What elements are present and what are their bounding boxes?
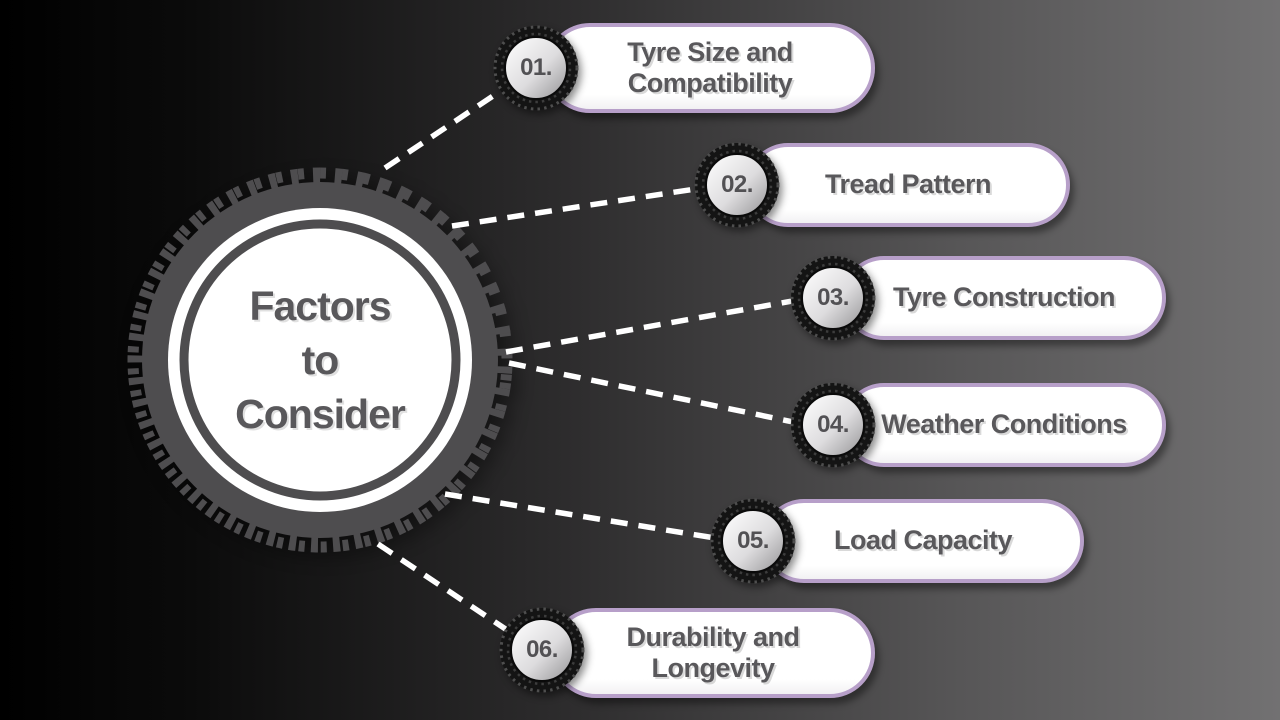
item-6-label: Durability and Longevity <box>626 621 800 683</box>
item-3-pill: Tyre Construction <box>842 256 1166 340</box>
item-1-pill: Tyre Size and Compatibility <box>545 23 875 113</box>
page-title-line-1: Factors <box>249 282 391 329</box>
tyre-badge-icon <box>694 142 780 228</box>
tyre-icon <box>127 167 513 553</box>
item-5-badge: 05. <box>709 497 797 585</box>
tyre-badge-icon <box>790 255 876 341</box>
item-2-badge: 02. <box>693 141 781 229</box>
connector-line-1 <box>383 87 504 171</box>
connector-line-5 <box>444 491 716 541</box>
page-title-line-2: to <box>301 336 340 383</box>
item-6-number: 06. <box>526 636 558 663</box>
item-2-pill: Tread Pattern <box>746 143 1070 227</box>
item-3-badge: 03. <box>789 254 877 342</box>
item-6-badge: 06. <box>498 606 586 694</box>
connector-line-3 <box>505 297 799 355</box>
tyre-badge-icon <box>493 25 579 111</box>
page-title-line-3: Consider <box>235 391 406 438</box>
item-5-number: 05. <box>737 527 769 554</box>
item-4-pill: Weather Conditions <box>842 383 1166 467</box>
connector-line-2 <box>451 185 703 229</box>
item-4-number: 04. <box>817 411 849 438</box>
tyre-graphic: Factors to Consider <box>118 158 522 562</box>
item-6-pill: Durability and Longevity <box>551 608 875 698</box>
item-4-badge: 04. <box>789 381 877 469</box>
tyre-badge-icon <box>710 498 796 584</box>
item-1-number: 01. <box>520 54 552 81</box>
item-2-label: Tread Pattern <box>824 169 992 200</box>
tyre-badge-icon <box>790 382 876 468</box>
item-1-badge: 01. <box>492 24 580 112</box>
tyre-badge-icon <box>499 607 585 693</box>
connector-line-4 <box>508 360 799 426</box>
item-4-label: Weather Conditions <box>881 409 1127 440</box>
item-3-number: 03. <box>817 284 849 311</box>
item-3-label: Tyre Construction <box>892 282 1116 313</box>
item-5-label: Load Capacity <box>833 525 1013 556</box>
item-1-label: Tyre Size and Compatibility <box>627 36 793 98</box>
page-title: Factors to Consider <box>118 158 522 562</box>
item-2-number: 02. <box>721 171 753 198</box>
